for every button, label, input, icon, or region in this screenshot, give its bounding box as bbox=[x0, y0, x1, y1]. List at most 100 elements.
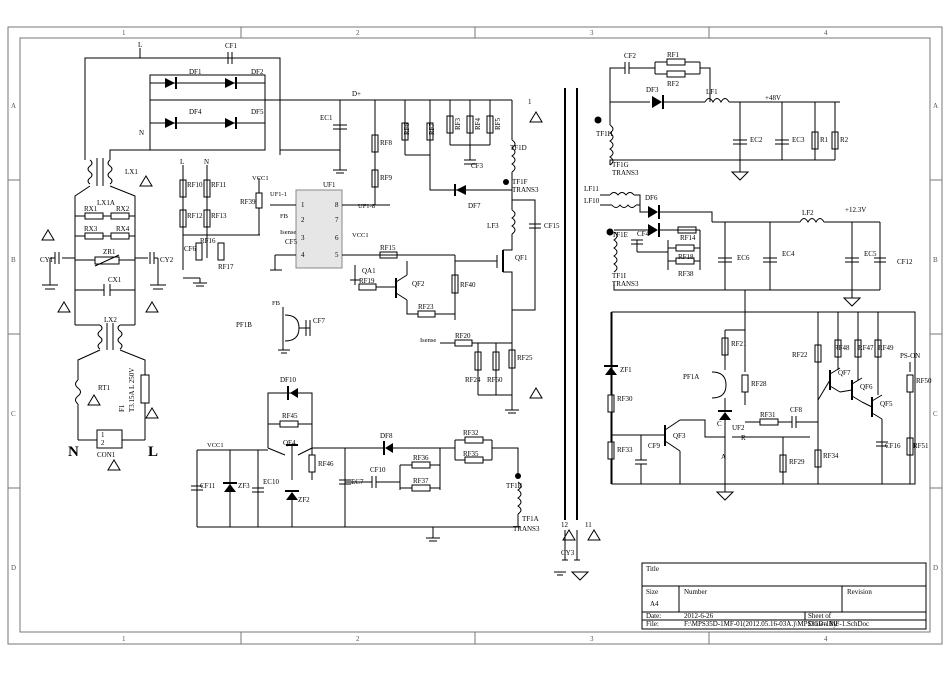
rf23-label: RF23 bbox=[418, 303, 434, 311]
grid-col-1-top: 1 bbox=[122, 29, 126, 37]
rf35-label: RF35 bbox=[463, 450, 479, 458]
grid-col-2-bottom: 2 bbox=[356, 635, 360, 643]
grid-labels: 1 2 3 4 1 2 3 4 A B C D A B C D bbox=[11, 29, 938, 643]
df7-label: DF7 bbox=[468, 202, 481, 210]
df4-label: DF4 bbox=[189, 108, 202, 116]
rf24-label: RF24 bbox=[465, 376, 481, 384]
rf33-label: RF33 bbox=[617, 446, 633, 454]
lx2-choke: LX2 bbox=[74, 300, 146, 380]
tf1g-label: TF1G bbox=[612, 161, 629, 169]
uf2-a-label: A bbox=[721, 453, 726, 461]
grid-row-a-left: A bbox=[11, 102, 16, 110]
rf38-label: RF38 bbox=[678, 270, 694, 278]
warning-icon bbox=[562, 529, 576, 541]
cy3-pin11: 11 bbox=[585, 521, 592, 529]
pf1b-label: PF1B bbox=[236, 321, 252, 329]
cf9-label: CF9 bbox=[648, 442, 661, 450]
lf3-label: LF3 bbox=[487, 222, 499, 230]
rf28-label: RF28 bbox=[751, 380, 767, 388]
ec2-label: EC2 bbox=[750, 136, 763, 144]
sheet-label: Sheet of bbox=[808, 612, 832, 620]
cf16-label: CF16 bbox=[885, 442, 901, 450]
grid-row-d-left: D bbox=[11, 564, 16, 572]
rf31-label: RF31 bbox=[760, 411, 776, 419]
tf1e-label: TF1E bbox=[612, 231, 628, 239]
uf1-pin2: 2 bbox=[301, 216, 305, 224]
rf34-label: RF34 bbox=[823, 452, 839, 460]
rf10-label: RF10 bbox=[187, 181, 203, 189]
cy2-label: CY2 bbox=[160, 256, 174, 264]
r1-label: R1 bbox=[820, 136, 829, 144]
cf6-label: CF6 bbox=[184, 245, 197, 253]
rf40-label: RF40 bbox=[460, 281, 476, 289]
con-pin1: 1 bbox=[101, 431, 105, 439]
rf15-label: RF15 bbox=[380, 244, 396, 252]
grid-col-3-top: 3 bbox=[590, 29, 594, 37]
rx3-label: RX3 bbox=[84, 225, 98, 233]
lf1-label: LF1 bbox=[706, 88, 718, 96]
rx2-label: RX2 bbox=[116, 205, 130, 213]
rx4-label: RX4 bbox=[116, 225, 130, 233]
warning-icon bbox=[87, 394, 101, 406]
transformer-core: 12 11 CY3 bbox=[554, 88, 592, 581]
trans3-a-label: TRANS3 bbox=[513, 525, 540, 533]
uf1-1-net: UF1-1 bbox=[270, 191, 287, 198]
grid-row-b-left: B bbox=[11, 256, 16, 264]
cf1-label: CF1 bbox=[225, 42, 238, 50]
cy3-pin12: 12 bbox=[561, 521, 569, 529]
neutral-label: N bbox=[68, 444, 79, 460]
line-label: L bbox=[148, 444, 158, 460]
cy1-label: CY1 bbox=[40, 256, 54, 264]
rf36-label: RF36 bbox=[413, 454, 429, 462]
uf1-pin4: 4 bbox=[301, 251, 305, 259]
qf2-label: QF2 bbox=[412, 280, 425, 288]
ec5-label: EC5 bbox=[864, 250, 877, 258]
r2-label: R2 bbox=[840, 136, 849, 144]
warning-icons bbox=[41, 111, 601, 541]
df6-label: DF6 bbox=[645, 194, 658, 202]
cy-caps: CY1 CY2 bbox=[40, 252, 174, 290]
rf47-label: RF47 bbox=[858, 344, 874, 352]
uf1-pin6: 6 bbox=[335, 234, 339, 242]
trans3-g-label: TRANS3 bbox=[612, 169, 639, 177]
rf50-label: RF50 bbox=[916, 377, 932, 385]
warning-icon bbox=[145, 301, 159, 313]
file-value: F:\MPS35D-1MF-01(2012.05.16-03A.)\MPS35D… bbox=[684, 620, 869, 628]
uf2-r-label: R bbox=[741, 434, 746, 442]
rf37-label: RF37 bbox=[413, 477, 429, 485]
tf1d-label: TF1D bbox=[510, 144, 527, 152]
vcc1-aux-net: VCC1 bbox=[207, 442, 224, 449]
cf3-label: CF3 bbox=[471, 162, 484, 170]
ec1-label: EC1 bbox=[320, 114, 333, 122]
qa1-label: QA1 bbox=[362, 267, 376, 275]
feedback-section: RF21 PF1A RF28 UF2 R A C ZF1 RF30 RF33 C… bbox=[604, 290, 932, 501]
net-l-label: L bbox=[138, 41, 142, 49]
uf2-label: UF2 bbox=[732, 424, 745, 432]
zf3-label: ZF3 bbox=[238, 482, 250, 490]
lf11-label: LF11 bbox=[584, 185, 599, 193]
cf10-label: CF10 bbox=[370, 466, 386, 474]
rf6-label: RF6 bbox=[403, 122, 411, 135]
tf1a-label: TF1A bbox=[522, 515, 539, 523]
rf4-label: RF4 bbox=[474, 117, 482, 130]
zf2-label: ZF2 bbox=[298, 496, 310, 504]
title-block: Title Size A4 Number Revision Date: 2012… bbox=[641, 562, 927, 630]
uf2-c-label: C bbox=[717, 420, 722, 428]
rf32-label: RF32 bbox=[463, 429, 479, 437]
rf29-label: RF29 bbox=[789, 458, 805, 466]
qf3-label: QF3 bbox=[673, 432, 686, 440]
rf49-label: RF49 bbox=[878, 344, 894, 352]
rf45-label: RF45 bbox=[282, 412, 298, 420]
uf1-pin7: 7 bbox=[335, 216, 339, 224]
uf1-pin3: 3 bbox=[301, 234, 305, 242]
fuse-label: F1 bbox=[118, 404, 126, 412]
grid-col-4-top: 4 bbox=[824, 29, 828, 37]
rf12-label: RF12 bbox=[187, 212, 203, 220]
rf3-label: RF3 bbox=[454, 117, 462, 130]
controller-section: UF1 1 2 3 4 8 7 6 5 FB Isense VCC1 UF1-1… bbox=[179, 100, 560, 414]
rf2-label: RF2 bbox=[667, 80, 680, 88]
warning-icon bbox=[145, 407, 159, 419]
cf12-label: CF12 bbox=[897, 258, 913, 266]
rf11-label: RF11 bbox=[211, 181, 227, 189]
